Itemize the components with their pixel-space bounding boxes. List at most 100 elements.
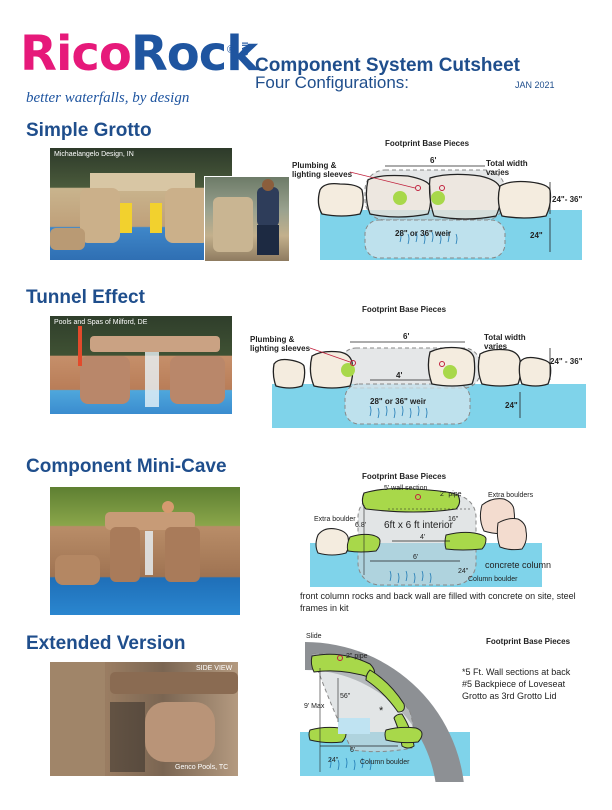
label-width: 6' — [403, 332, 409, 341]
pipe-dot — [415, 494, 421, 500]
label-asterisk: * — [379, 705, 384, 717]
photo-credit: Genco Pools, TC — [175, 764, 229, 771]
label-pipe: 2" pipe — [346, 653, 368, 660]
column-base — [444, 531, 487, 551]
diagram-heading: Footprint Base Pieces — [385, 139, 470, 148]
label-56in: 56" — [340, 693, 351, 700]
sleeve — [431, 191, 445, 205]
diagram-tunnel-effect: Footprint Base Pieces Plumbing & lightin… — [250, 305, 586, 428]
photo-tunnel-effect: Pools and Spas of Milford, DE — [50, 316, 232, 414]
label-6ft: 6' — [413, 554, 418, 561]
label-inner-width: 4' — [396, 371, 402, 380]
label-depth: 24" — [505, 401, 518, 410]
leader-line — [349, 171, 416, 189]
note-line-1: *5 Ft. Wall sections at back — [462, 667, 571, 677]
photo-extended-version: SIDE VIEW Genco Pools, TC — [50, 662, 238, 776]
weir-outline — [344, 383, 471, 425]
logo-rico: Rico — [20, 26, 132, 82]
label-wall-section: 5' wall section — [384, 485, 427, 492]
label-weir: 28" or 36" weir — [395, 229, 451, 238]
diagram-simple-grotto: Footprint Base Pieces Plumbing & lightin… — [292, 139, 582, 260]
boulder — [272, 358, 306, 389]
label-16in: 16" — [448, 516, 459, 523]
photo-install-art — [213, 179, 279, 255]
label-plumbing: Plumbing & — [250, 335, 295, 344]
water-ripples — [399, 231, 458, 245]
label-extra-boulders: Extra boulders — [488, 492, 534, 499]
label-pipe: 2" pipe — [440, 491, 462, 498]
label-sleeves: lighting sleeves — [250, 344, 311, 353]
diagram-mini-cave: Footprint Base Pieces 5' wall section 2"… — [310, 472, 551, 587]
label-plumbing: Plumbing & — [292, 161, 337, 170]
sleeve — [341, 363, 355, 377]
section-title-simple-grotto: Simple Grotto — [26, 120, 152, 141]
leader-line — [309, 347, 351, 363]
date-label: JAN 2021 — [515, 80, 555, 90]
label-column-boulder: Column boulder — [360, 759, 410, 766]
photo-mini-cave-art — [55, 501, 200, 585]
water-ripples — [389, 570, 432, 584]
photo-caption: Pools and Spas of Milford, DE — [54, 319, 148, 326]
pipe-dot — [439, 185, 445, 191]
label-varies: varies — [484, 342, 508, 351]
pipe-dot — [439, 361, 445, 367]
section-title-mini-cave: Component Mini-Cave — [26, 456, 227, 477]
boulder — [497, 180, 552, 219]
note-line-2: #5 Backpiece of Loveseat — [462, 679, 566, 689]
section-title-tunnel-effect: Tunnel Effect — [26, 287, 145, 308]
sleeve — [393, 191, 407, 205]
label-extra-boulder: Extra boulder — [314, 516, 356, 523]
label-weir: 28" or 36" weir — [370, 397, 426, 406]
label-height: 9' Max — [304, 703, 325, 710]
mini-cave-note: front column rocks and back wall are fil… — [300, 591, 576, 613]
photo-caption: Michaelangelo Design, IN — [54, 151, 134, 158]
ricorock-logo: RicoRock ® INC. better waterfalls, by de… — [20, 30, 258, 140]
label-column-boulder: Column boulder — [468, 576, 518, 583]
weir-outline — [364, 219, 506, 259]
photo-mini-cave — [50, 487, 240, 615]
boulder — [518, 356, 552, 387]
registered-mark: ® — [227, 44, 236, 56]
column-base — [384, 726, 423, 744]
photo-simple-grotto: Michaelangelo Design, IN — [50, 148, 232, 260]
column-base — [308, 726, 347, 744]
label-height: 24"- 36" — [552, 195, 582, 204]
boulder — [496, 518, 527, 551]
logo-inc: INC. — [240, 42, 249, 58]
photo-extended-art — [50, 662, 238, 776]
pipe-dot — [337, 655, 343, 661]
pipe-dot — [350, 360, 356, 366]
label-6ft: 6' — [350, 747, 355, 754]
photo-side-view-label: SIDE VIEW — [196, 665, 233, 672]
note-line-3: Grotto as 3rd Grotto Lid — [462, 691, 557, 701]
weir — [338, 718, 370, 734]
sleeve — [443, 365, 457, 379]
label-24in: 24" — [458, 568, 469, 575]
pipe-dot — [415, 185, 421, 191]
label-varies: varies — [486, 168, 510, 177]
label-width: 6' — [430, 156, 436, 165]
label-depth: 24" — [530, 231, 543, 240]
water-ripples — [369, 405, 428, 419]
section-title-extended-version: Extended Version — [26, 633, 186, 654]
label-height: 6.8' — [355, 522, 366, 529]
label-concrete-column: concrete column — [485, 560, 551, 570]
boulder — [315, 528, 350, 556]
extended-notes: *5 Ft. Wall sections at back #5 Backpiec… — [462, 666, 607, 702]
label-4ft: 4' — [420, 534, 425, 541]
diagram-heading: Footprint Base Pieces — [362, 472, 447, 481]
page-title: Component System Cutsheet — [255, 55, 520, 76]
boulder — [317, 182, 364, 217]
logo-rock: Rock — [130, 26, 258, 82]
wall-section — [365, 669, 405, 713]
label-slide: Slide — [306, 633, 322, 640]
column-base — [346, 533, 381, 553]
tagline: better waterfalls, by design — [26, 90, 190, 106]
label-total-width: Total width — [486, 159, 528, 168]
label-total-width: Total width — [484, 333, 526, 342]
label-interior: 6ft x 6 ft interior — [384, 520, 454, 531]
wall-section — [361, 487, 461, 513]
label-24in: 24" — [328, 757, 339, 764]
page-subtitle: Four Configurations: — [255, 73, 410, 92]
diagram-heading: Footprint Base Pieces — [362, 305, 447, 314]
